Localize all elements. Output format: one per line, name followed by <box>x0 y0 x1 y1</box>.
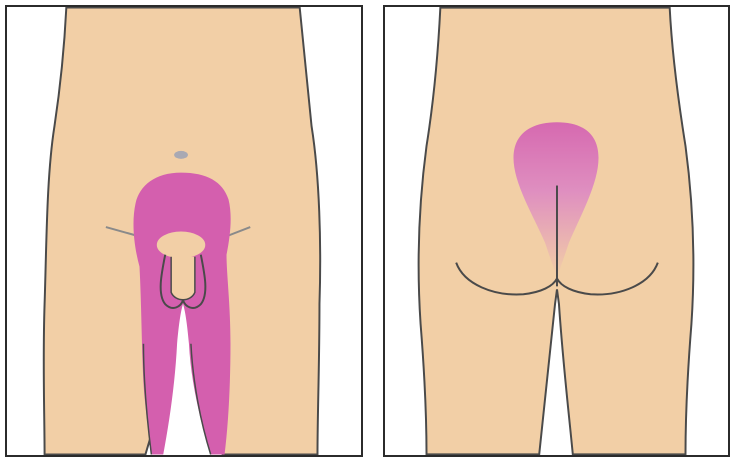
front-view-panel <box>5 5 363 457</box>
front-highlight-region <box>133 173 230 455</box>
back-view-panel <box>383 5 730 457</box>
front-genital-top <box>157 232 204 258</box>
back-view-illustration <box>385 7 728 455</box>
front-genital-inner <box>171 257 195 300</box>
navel-icon <box>174 151 188 159</box>
front-view-illustration <box>7 7 361 455</box>
